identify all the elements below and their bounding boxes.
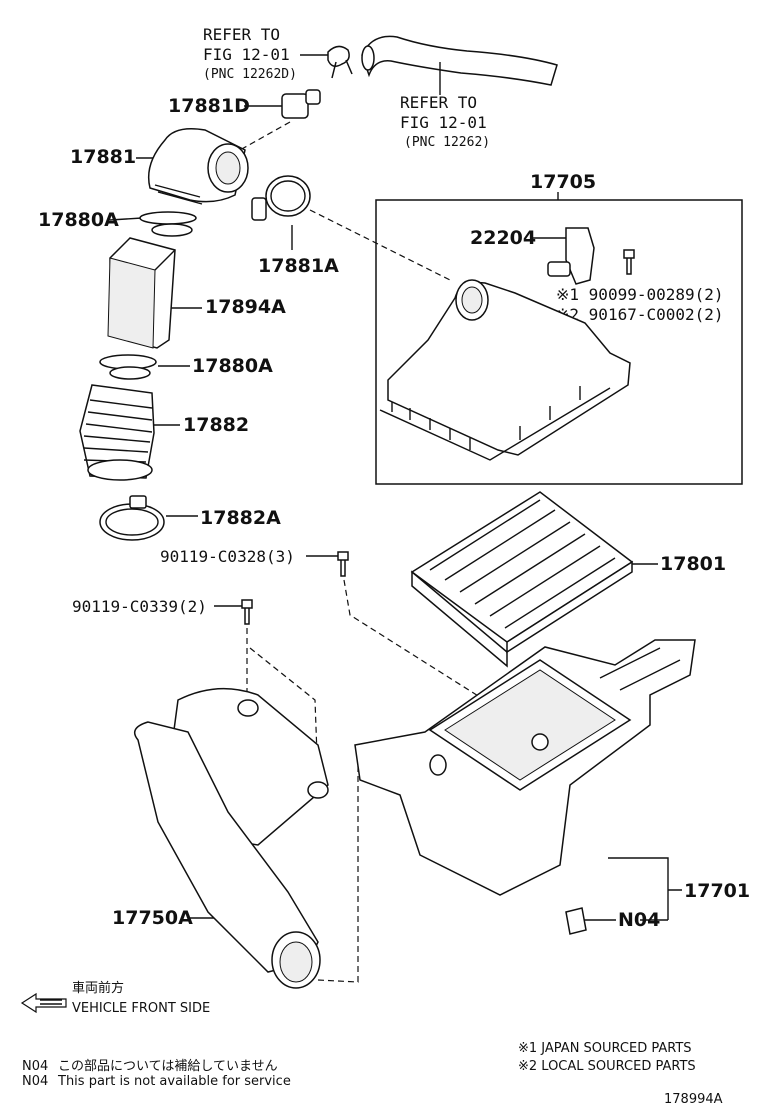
n04-code-en: N04 [22,1074,48,1089]
ref1-clip-shape [327,45,353,79]
screw-90119-C0328-shape [337,551,349,577]
part-90119-C0328: 90119-C0328(3) [160,547,541,736]
part-17882A: 17882A [99,495,281,541]
label-17881: 17881 [70,146,136,168]
bellows-17882-shape [79,384,155,479]
label-17894A: 17894A [205,296,286,318]
grommet-N04-shape [565,907,587,935]
label-17705: 17705 [530,171,596,193]
part-17881: 17881 [70,128,249,205]
label-17880A-top: 17880A [38,209,119,231]
part-17880A-top: 17880A [38,209,197,237]
label-17880A-bottom: 17880A [192,355,273,377]
reference-fig-12-01-pnc-12262d: REFER TO FIG 12-01 (PNC 12262D) [203,25,353,82]
part-17701: 17701 [354,639,750,921]
part-17894A: 17894A [107,237,286,349]
part-90119-C0339: 90119-C0339(2) [72,597,319,783]
label-22204: 22204 [470,227,536,249]
label-17882A: 17882A [200,507,281,529]
label-90167: ※2 90167-C0002(2) [556,305,724,324]
part-17750A: 17750A [112,687,403,989]
note-japan-sourced: ※1 JAPAN SOURCED PARTS [518,1041,692,1056]
label-90099: ※1 90099-00289(2) [556,285,724,304]
vehicle-front-side-legend: 車両前方 VEHICLE FRONT SIDE [20,980,210,1016]
label-17881A: 17881A [258,255,339,277]
gasket-top-shape [139,211,197,225]
part-17880A-bottom: 17880A [99,354,273,380]
reference-fig-12-01-pnc-12262: REFER TO FIG 12-01 (PNC 12262) [361,35,558,150]
hose-end [361,45,375,71]
sensor-17881D-shape [281,93,309,119]
part-N04: N04 [565,907,660,935]
part-17882: 17882 [79,384,249,481]
front-jp-label: 車両前方 [72,980,124,996]
sensor-22204-shape [565,227,595,285]
label-N04: N04 [618,909,660,931]
n04-note: N04 この部品については補給していません N04 This part is n… [22,1059,291,1089]
front-arrow-icon [20,992,67,1014]
label-17882: 17882 [183,414,249,436]
ref1-line2: FIG 12-01 [203,45,290,64]
screw-90099-shape [623,249,635,275]
clamp-17881A-shape [265,175,311,217]
n04-text-en: This part is not available for service [57,1074,291,1089]
sourcing-notes: ※1 JAPAN SOURCED PARTS ※2 LOCAL SOURCED … [518,1041,696,1074]
part-17881D: 17881D [168,89,321,151]
ref2-line2: FIG 12-01 [400,113,487,132]
ref1-line3: (PNC 12262D) [203,67,297,82]
ref2-line3: (PNC 12262) [404,135,490,150]
label-17750A: 17750A [112,907,193,929]
hose-shape [361,35,558,86]
note-local-sourced: ※2 LOCAL SOURCED PARTS [518,1059,696,1074]
ref2-line1: REFER TO [400,93,477,112]
label-90119-C0339: 90119-C0339(2) [72,597,207,616]
figure-id: 178994A [664,1092,723,1107]
n04-code-jp: N04 [22,1059,48,1074]
filter-17801-shape [410,491,634,643]
label-17801: 17801 [660,553,726,575]
label-90119-C0328: 90119-C0328(3) [160,547,295,566]
part-17705-assembly: 17705 22204 ※1 90099-00289(2) ※2 90167-C… [375,171,743,485]
n04-text-jp: この部品については補給していません [58,1059,278,1074]
screw-90119-C0339-shape [241,599,253,625]
label-17881D: 17881D [168,95,250,117]
part-17801: 17801 [410,491,726,668]
front-en-label: VEHICLE FRONT SIDE [72,1001,210,1016]
part-17881A: 17881A [251,175,451,281]
label-17701: 17701 [684,880,750,902]
ref1-line1: REFER TO [203,25,280,44]
assembly-17705-frame [375,199,743,485]
